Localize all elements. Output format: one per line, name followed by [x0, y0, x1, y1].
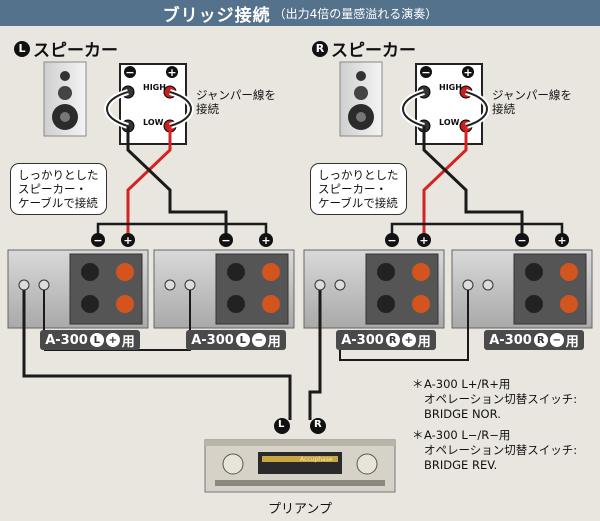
amp-1: − +: [7, 233, 149, 329]
right-channel-badge: R: [312, 40, 328, 57]
right-low-label: LOW: [439, 118, 460, 127]
svg-text:−: −: [421, 66, 430, 79]
note-1: ＊A-300 L+/R+用 オペレーション切替スイッチ: BRIDGE NOR.: [412, 377, 578, 421]
svg-text:+: +: [419, 234, 428, 247]
right-speaker-title: スピーカー: [331, 41, 416, 61]
title-bar: ブリッジ接続 （出力4倍の量感溢れる演奏）: [0, 0, 600, 26]
preamp-brand: Accuphase: [300, 456, 333, 463]
left-low-label: LOW: [143, 118, 164, 127]
left-channel-badge: L: [14, 40, 30, 57]
svg-text:−: −: [517, 234, 526, 247]
right-terminal-plate: − +: [400, 63, 490, 145]
svg-text:+: +: [167, 66, 176, 79]
left-high-label: HIGH: [143, 83, 166, 92]
left-speaker: [43, 61, 87, 137]
left-jumper-note: ジャンパー線を 接続: [196, 88, 276, 116]
left-terminal-plate: − +: [104, 63, 194, 145]
svg-text:−: −: [125, 66, 134, 79]
left-speaker-heading: L スピーカー: [14, 36, 118, 61]
right-speaker-heading: R スピーカー: [312, 36, 416, 61]
svg-text:−: −: [221, 234, 230, 247]
amp-label-1: A-300 L + 用: [40, 330, 140, 350]
right-cable-callout: しっかりとした スピーカー・ ケーブルで接続: [310, 163, 407, 215]
note-2: ＊A-300 L−/R−用 オペレーション切替スイッチ: BRIDGE REV.: [412, 428, 578, 472]
right-speaker: [339, 61, 383, 137]
preamp-label: プリアンプ: [267, 502, 333, 517]
amp-2: − +: [153, 233, 295, 329]
page-title: ブリッジ接続: [162, 5, 271, 26]
svg-text:+: +: [463, 66, 472, 79]
amp-label-4: A-300 R − 用: [484, 330, 584, 350]
right-jumper-note: ジャンパー線を 接続: [492, 88, 572, 116]
svg-text:+: +: [123, 234, 132, 247]
preamp: [204, 439, 396, 493]
amp-label-2: A-300 L − 用: [186, 330, 286, 350]
input-label-right: R: [314, 419, 322, 430]
svg-text:+: +: [557, 234, 566, 247]
right-high-label: HIGH: [439, 83, 462, 92]
notes: ＊A-300 L+/R+用 オペレーション切替スイッチ: BRIDGE NOR.…: [412, 377, 577, 479]
svg-text:+: +: [261, 234, 270, 247]
svg-text:−: −: [93, 234, 102, 247]
page-subtitle: （出力4倍の量感溢れる演奏）: [273, 6, 438, 21]
amp-3: − +: [303, 233, 445, 329]
amp-4: − +: [451, 233, 593, 329]
left-cable-callout: しっかりとした スピーカー・ ケーブルで接続: [10, 163, 107, 215]
input-label-left: L: [278, 419, 285, 430]
svg-text:−: −: [387, 234, 396, 247]
amp-label-3: A-300 R + 用: [336, 330, 436, 350]
left-speaker-title: スピーカー: [33, 41, 118, 61]
